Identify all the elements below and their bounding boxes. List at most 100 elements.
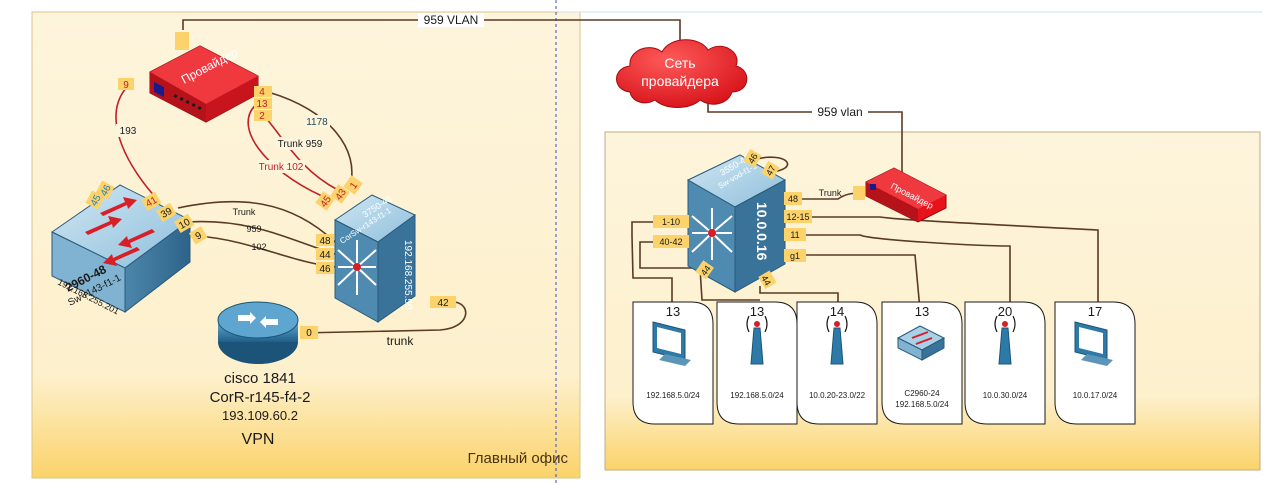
endpoint-device-name: C2960-24 (904, 389, 940, 398)
switch-3550-branch[interactable]: 3550-48 Sw-vod-f1-1 10.0.0.16 (686, 153, 787, 293)
endpoint-vlan: 14 (830, 304, 844, 319)
wireless-ap-icon (746, 315, 768, 365)
link-44-14 (759, 286, 839, 308)
label-trunk-102: Trunk 102 (259, 162, 304, 173)
wireless-ap-icon (826, 315, 848, 365)
endpoint-vlan: 13 (666, 304, 680, 319)
sw3550-ip: 10.0.0.16 (754, 202, 770, 261)
branch-vlan-label-bg (812, 105, 868, 119)
link-trunk-102 (247, 102, 323, 197)
red-links (115, 87, 339, 201)
link-46-47-loop (751, 156, 789, 173)
sw2960-port-10: 10 (177, 217, 193, 232)
vlan-959-label: 959 VLAN (424, 13, 479, 27)
router-name: CorR-r145-f4-2 (210, 389, 311, 406)
branch-trunk-label: Trunk (819, 188, 842, 198)
provider-port-4: 4 (259, 87, 265, 98)
main-link-labels: 193 1178 Trunk 959 Trunk 102 (116, 115, 330, 173)
sw3550-port-g1: g1 (790, 251, 800, 261)
core3750-ip: 192.168.255.50 (402, 240, 413, 310)
router-vpn-tag: VPN (242, 431, 275, 448)
link-1178 (267, 91, 353, 187)
provider-port-icon (154, 81, 164, 98)
sw2960-port-45: 45 (89, 193, 104, 208)
sw3550-port-44-a: 44 (699, 264, 713, 278)
endpoint-cards: 13 192.168.5.0/24 13 192.168.5.0/24 14 10.0.2… (632, 301, 1136, 425)
endpoint-vlan: 20 (998, 304, 1012, 319)
branch-provider-port-icon (870, 184, 876, 190)
switch-3750-core[interactable]: 3750-48 CorSw-r143-f1-1 192.168.255.50 (334, 193, 416, 323)
endpoint-card-frame (881, 301, 963, 425)
workstation-icon (652, 321, 691, 366)
provider-port-2: 2 (259, 111, 265, 122)
endpoint-vlan: 17 (1088, 304, 1102, 319)
link-1-10 (631, 221, 673, 310)
router-arrows-icon (238, 312, 278, 328)
switch-icon (896, 325, 946, 361)
provider-uplink-tag (175, 32, 189, 50)
endpoint-card[interactable]: 20 10.0.30.0/24 (964, 301, 1046, 425)
core-port-44: 44 (319, 250, 331, 261)
sw2960-port-9: 9 (194, 230, 205, 243)
cloud-line-1: Сеть (664, 55, 695, 71)
sw3550-port-48: 48 (788, 194, 798, 204)
endpoint-subnet: 192.168.5.0/24 (895, 400, 949, 409)
link-40-42 (639, 241, 700, 269)
label-trunk-959: Trunk 959 (278, 139, 323, 150)
link-trunk (177, 200, 336, 243)
sw3550-ports: 46 47 48 1-10 40-42 12-15 11 g1 44 44 (653, 148, 812, 290)
workstation-icon (1074, 321, 1113, 366)
link-44-ap (699, 267, 760, 301)
endpoint-vlan: 13 (750, 304, 764, 319)
label-959-2960: 959 (246, 224, 261, 234)
endpoint-subnet: 10.0.20-23.0/22 (809, 391, 866, 400)
link-trunk-959 (261, 112, 339, 191)
sw3550-port-44-b: 44 (759, 274, 773, 288)
provider-port-13: 13 (256, 99, 268, 110)
router-cisco-1841[interactable]: cisco 1841 CorR-r145-f4-2 193.109.60.2 V… (210, 301, 311, 448)
link-11 (806, 234, 1011, 308)
link-g1 (806, 254, 921, 311)
endpoint-subnet: 192.168.5.0/24 (730, 391, 784, 400)
sw2960-port-46: 46 (99, 183, 114, 198)
label-1178: 1178 (306, 117, 328, 128)
sw3550-port-46: 46 (746, 152, 760, 166)
core-port-46: 46 (319, 264, 331, 275)
provider-router-main[interactable]: Провайдер (149, 32, 259, 123)
router-ip: 193.109.60.2 (222, 408, 298, 423)
link-959-vlan-branch (707, 100, 903, 175)
cloud-line-2: провайдера (641, 73, 719, 89)
sw3550-port-11: 11 (790, 230, 799, 240)
wireless-ap-icon (994, 315, 1016, 365)
switch-arrows-icon (85, 197, 155, 266)
sw3550-port-1-10: 1-10 (662, 217, 680, 227)
link-12-15 (812, 216, 1099, 312)
sw2960-ports: 46 45 41 39 10 9 (85, 180, 208, 245)
sw2960-port-41: 41 (144, 195, 160, 210)
endpoint-subnet: 10.0.30.0/24 (983, 391, 1028, 400)
multilayer-center-icon (353, 263, 361, 271)
router-port-0: 0 (306, 328, 312, 339)
multilayer-arrows-icon (337, 240, 377, 295)
link-router-trunk (299, 301, 467, 334)
label-193: 193 (120, 126, 137, 137)
provider-ports: 9 4 13 2 (118, 78, 272, 122)
endpoint-card[interactable]: 14 10.0.20-23.0/22 (796, 301, 878, 425)
endpoint-card[interactable]: 13 192.168.5.0/24 (716, 301, 798, 425)
endpoint-subnet: 192.168.5.0/24 (646, 391, 700, 400)
endpoint-subnet: 10.0.17.0/24 (1073, 391, 1118, 400)
endpoint-card[interactable]: 17 10.0.17.0/24 (1054, 301, 1136, 425)
provider-cloud[interactable]: Сеть провайдера (616, 39, 748, 108)
branch-vlan-label: 959 vlan (817, 105, 862, 119)
core-port-42: 42 (437, 298, 449, 309)
router-model: cisco 1841 (224, 370, 296, 387)
endpoint-card[interactable]: 13 192.168.5.0/24 (632, 301, 714, 425)
sw3550-port-12-15: 12-15 (786, 212, 809, 222)
vlan-label-bg (418, 13, 484, 27)
router-trunk-label: trunk (387, 334, 415, 348)
sw2960-link-labels: Trunk 959 102 (233, 207, 267, 252)
endpoint-vlan: 13 (915, 304, 929, 319)
provider-router-branch[interactable]: Провайдер (853, 167, 947, 223)
